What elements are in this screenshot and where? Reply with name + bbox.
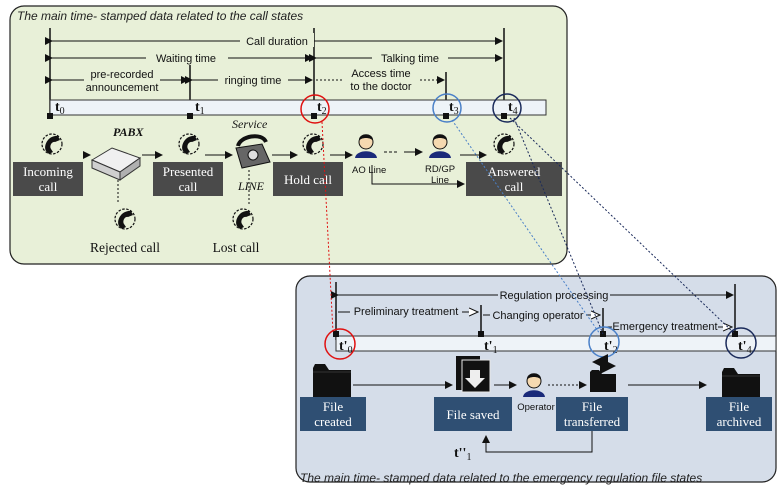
regulation-processing-label: Regulation processing — [500, 290, 609, 302]
tick-tp4: t'4 — [738, 339, 752, 356]
file-saved-box — [434, 397, 512, 431]
call-timeline-bar — [49, 99, 547, 116]
file-saved-icon — [456, 356, 491, 393]
highlight-circle-tp4 — [725, 327, 757, 359]
tick-t4: t4 — [508, 100, 518, 117]
svg-text:Presented: Presented — [163, 164, 214, 179]
lost-call-label: Lost call — [213, 240, 260, 255]
preliminary-treatment-label: Preliminary treatment — [354, 306, 459, 318]
changing-operator-label: Changing operator — [492, 310, 583, 322]
highlight-circle-t3 — [432, 93, 462, 123]
pabx-label: PABX — [113, 125, 144, 139]
file-transferred-box — [556, 397, 628, 431]
tick-tp0: t'0 — [339, 339, 353, 356]
file-timeline-bar — [335, 335, 777, 352]
incoming-call-box — [13, 162, 83, 196]
prerecorded-label-2: announcement — [86, 82, 159, 94]
top-panel-title: The main time- stamped data related to t… — [17, 9, 303, 23]
svg-text:call: call — [179, 179, 198, 194]
ringing-time-label: ringing time — [225, 75, 282, 87]
operator-label: Operator — [517, 402, 555, 413]
svg-text:File: File — [323, 399, 343, 414]
rejected-call-label: Rejected call — [90, 240, 160, 255]
highlight-circle-t2 — [300, 94, 330, 124]
svg-text:Hold call: Hold call — [284, 172, 332, 187]
ao-line-label: AO Line — [352, 165, 386, 176]
bottom-panel-title: The main time- stamped data related to t… — [300, 471, 702, 485]
call-duration-label: Call duration — [246, 36, 308, 48]
tick-tp2: t'2 — [604, 339, 618, 356]
svg-text:archived: archived — [717, 414, 762, 429]
tick-tpp1: t''1 — [454, 446, 471, 463]
svg-text:File saved: File saved — [446, 407, 500, 422]
svg-text:transferred: transferred — [564, 414, 621, 429]
access-time-label-1: Access time — [351, 68, 410, 80]
tick-tp1: t'1 — [484, 339, 498, 356]
file-transfer-icon — [590, 354, 616, 392]
connector-t2-tp0 — [321, 121, 334, 333]
tick-t3: t3 — [449, 100, 459, 117]
emergency-treatment-label: Emergency treatment — [612, 321, 717, 333]
svg-text:Incoming: Incoming — [23, 164, 73, 179]
svg-text:Answered: Answered — [488, 164, 541, 179]
file-archived-box — [706, 397, 772, 431]
svg-text:call: call — [505, 179, 524, 194]
waiting-time-label: Waiting time — [156, 53, 216, 65]
svg-text:File: File — [729, 399, 749, 414]
line-label: LINE — [237, 179, 265, 193]
service-phone-icon — [235, 134, 271, 169]
file-created-box — [300, 397, 366, 431]
answered-call-box — [466, 162, 562, 196]
presented-call-box — [153, 162, 223, 196]
talking-time-label: Talking time — [381, 53, 439, 65]
pabx-icon — [90, 147, 142, 181]
tick-t2: t2 — [317, 100, 327, 117]
svg-text:File: File — [582, 399, 602, 414]
rdgp-label-2: Line — [431, 175, 449, 186]
prerecorded-label-1: pre-recorded — [91, 69, 154, 81]
tick-t0: t0 — [55, 100, 65, 117]
rdgp-label-1: RD/GP — [425, 164, 455, 175]
access-time-label-2: to the doctor — [350, 81, 411, 93]
tick-t1: t1 — [195, 100, 205, 117]
highlight-circle-tp0 — [324, 328, 356, 360]
highlight-circle-t4 — [492, 93, 522, 123]
connector-t3-tp2 — [451, 119, 601, 335]
svg-text:call: call — [39, 179, 58, 194]
hold-call-box — [273, 162, 343, 196]
svg-text:created: created — [314, 414, 352, 429]
service-label: Service — [232, 117, 268, 131]
